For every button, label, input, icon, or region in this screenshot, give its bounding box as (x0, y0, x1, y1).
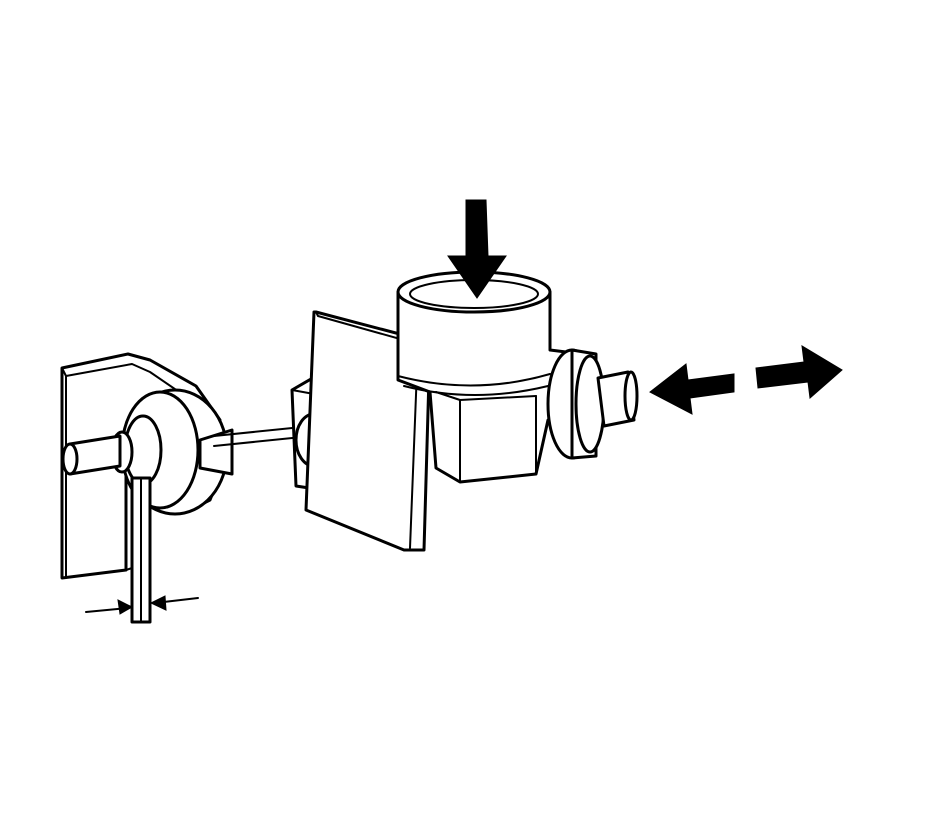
switch-barrel (546, 348, 639, 460)
push-pull-arrow (649, 345, 843, 415)
gap-measure-arrows (85, 595, 199, 615)
adjuster-rod (130, 476, 152, 624)
press-down-arrow (447, 199, 507, 299)
